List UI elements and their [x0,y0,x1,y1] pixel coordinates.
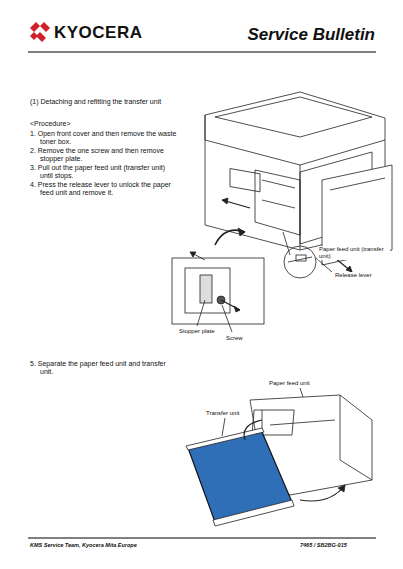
procedure-step: 2. Remove the one screw and then remove … [30,147,178,164]
procedure-heading: <Procedure> [30,120,170,128]
bulletin-title: Service Bulletin [247,26,375,44]
stopper-inset [172,252,264,332]
section-heading: (1) Detaching and refitting the transfer… [30,98,180,106]
procedure-step: 3. Pull out the paper feed unit (transfe… [30,164,178,181]
footer-rule [28,538,376,539]
procedure-step: 5. Separate the paper feed unit and tran… [30,360,178,377]
logo-text: KYOCERA [54,24,143,42]
part-label: Paper feed unit (transfer unit) [318,246,390,260]
part-label: Paper feed unit [268,380,311,387]
header-rule [28,51,376,52]
part-label: Transfer unit [205,410,240,417]
transfer-drawing [186,388,372,526]
part-label: Release lever [334,272,373,279]
printer-drawing [205,92,392,278]
part-label: Stopper plate [178,328,216,335]
procedure-step: 1. Open front cover and then remove the … [30,130,178,147]
procedure-step: 4. Press the release lever to unlock the… [30,181,178,198]
part-label: Screw [225,335,244,342]
footer-text: KMS Service Team, Kyocera Mita Europe [30,542,137,549]
logo-mark [30,22,50,42]
footer-text: 7465 / SB2BG-015 [300,542,347,549]
